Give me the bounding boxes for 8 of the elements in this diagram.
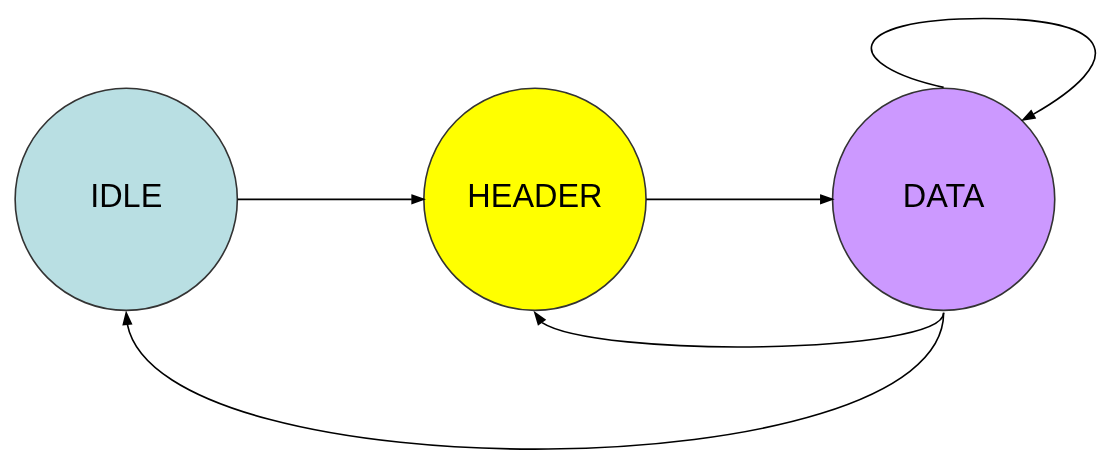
node-circle: IDLE <box>14 87 239 312</box>
arrow <box>871 17 1097 122</box>
arrow <box>236 194 426 205</box>
node-circle: DATA <box>831 87 1056 312</box>
arrow <box>645 194 835 205</box>
node-circle: HEADER <box>423 87 647 312</box>
arrow <box>122 310 945 450</box>
arrow <box>533 310 945 348</box>
